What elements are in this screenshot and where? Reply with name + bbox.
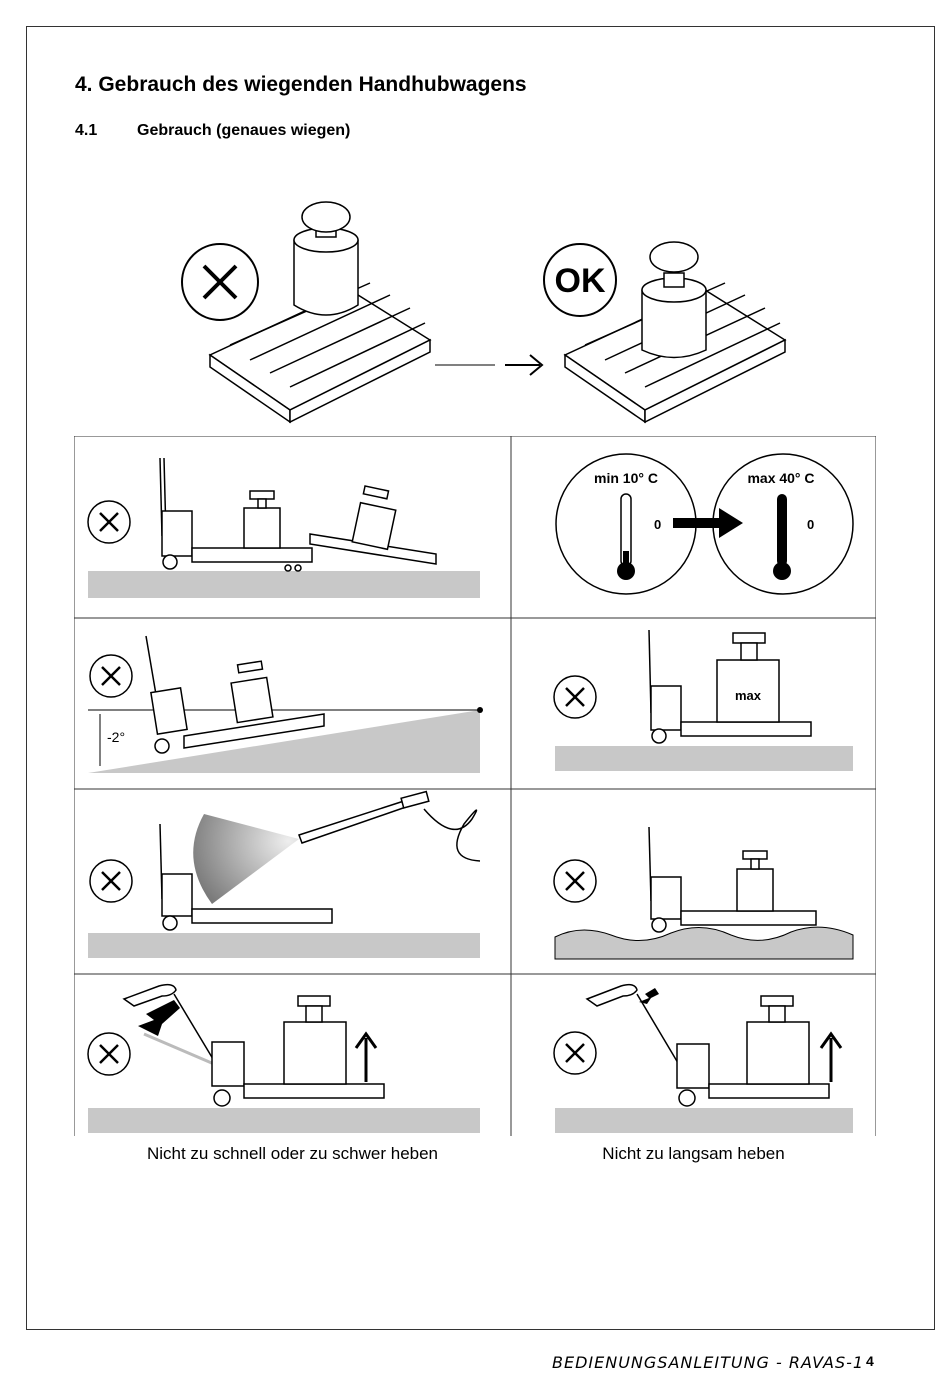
hand-icon bbox=[122, 983, 177, 1007]
temp-max-label: max 40° C bbox=[747, 470, 814, 486]
arrow-up-icon bbox=[354, 1031, 378, 1082]
handle-motion-trail bbox=[143, 1032, 215, 1066]
overload-label: max bbox=[735, 688, 762, 703]
caption-left: Nicht zu schnell oder zu schwer heben bbox=[146, 1144, 439, 1163]
arrow-right-icon bbox=[673, 508, 743, 538]
floor bbox=[88, 571, 480, 598]
weight-icon bbox=[641, 241, 707, 359]
thermometer-max-icon: max 40° C 0 bbox=[712, 453, 854, 595]
caption-right: Nicht zu langsam heben bbox=[602, 1144, 785, 1163]
weight-icon bbox=[243, 490, 281, 549]
hand-icon bbox=[585, 983, 638, 1007]
slope-illustration: -2° bbox=[88, 635, 483, 773]
wrong-icon bbox=[89, 859, 133, 903]
subsection-number: 4.1 bbox=[75, 122, 98, 139]
weight-icon bbox=[283, 995, 347, 1085]
slope-label: -2° bbox=[107, 729, 125, 745]
uneven-load-illustration bbox=[87, 457, 480, 598]
weight-icon bbox=[746, 995, 810, 1085]
grid-lines bbox=[74, 436, 876, 1136]
weight-placement-illustration: OK bbox=[181, 201, 787, 424]
lift-too-fast-illustration bbox=[87, 983, 480, 1133]
wrong-icon bbox=[553, 859, 597, 903]
pallet-truck-icon bbox=[159, 457, 313, 572]
temp-zero-right: 0 bbox=[807, 517, 814, 532]
wrong-icon bbox=[87, 1032, 131, 1076]
uneven-floor-illustration bbox=[553, 826, 854, 960]
bumpy-floor bbox=[554, 926, 854, 960]
lift-too-slow-illustration bbox=[553, 983, 853, 1133]
floor bbox=[555, 746, 853, 771]
floor bbox=[555, 1108, 853, 1133]
no-water-cleaning-illustration bbox=[88, 790, 481, 958]
floor bbox=[88, 1108, 480, 1133]
temperature-range-illustration: min 10° C 0 max 40° C 0 bbox=[555, 453, 854, 595]
wrong-icon bbox=[181, 243, 259, 321]
wrong-icon bbox=[89, 654, 133, 698]
arrow-up-icon bbox=[819, 1031, 843, 1082]
usage-grid: min 10° C 0 max 40° C 0 -2° bbox=[74, 436, 876, 1136]
arrow-down-left-icon bbox=[639, 988, 659, 1004]
pallet-truck-icon bbox=[173, 993, 385, 1107]
section-title: 4. Gebrauch des wiegenden Handhubwagens bbox=[75, 73, 527, 96]
pallet-truck-icon bbox=[159, 823, 333, 931]
subsection-title: Gebrauch (genaues wiegen) bbox=[137, 122, 351, 139]
weight-icon bbox=[736, 850, 774, 912]
arrow-down-left-icon bbox=[138, 1000, 180, 1036]
pressure-washer-icon bbox=[298, 790, 481, 862]
weight-icon bbox=[230, 660, 274, 724]
tilted-pallet-icon bbox=[309, 485, 437, 565]
thermometer-min-icon: min 10° C 0 bbox=[555, 453, 697, 595]
ok-label: OK bbox=[555, 262, 606, 300]
wrong-icon bbox=[553, 675, 597, 719]
temp-min-label: min 10° C bbox=[594, 470, 658, 486]
weight-icon bbox=[293, 201, 359, 316]
weight-icon: max bbox=[716, 632, 780, 723]
arrow-right-icon bbox=[435, 354, 544, 376]
temp-zero-left: 0 bbox=[654, 517, 661, 532]
slope-floor bbox=[88, 710, 480, 773]
overload-illustration: max bbox=[553, 629, 853, 771]
pallet-truck-icon bbox=[648, 826, 817, 933]
pallet-truck-icon bbox=[648, 629, 812, 744]
page-frame bbox=[26, 26, 935, 1330]
pallet-icon bbox=[208, 282, 432, 424]
wrong-icon bbox=[87, 500, 131, 544]
ok-badge: OK bbox=[543, 243, 617, 317]
wrong-icon bbox=[553, 1031, 597, 1075]
water-spray bbox=[193, 814, 299, 904]
footer-manual-title: BEDIENUNGSANLEITUNG - RAVAS-1 bbox=[552, 1353, 865, 1372]
page-number: 4 bbox=[866, 1353, 874, 1369]
floor bbox=[88, 933, 480, 958]
pallet-truck-icon bbox=[145, 635, 325, 754]
